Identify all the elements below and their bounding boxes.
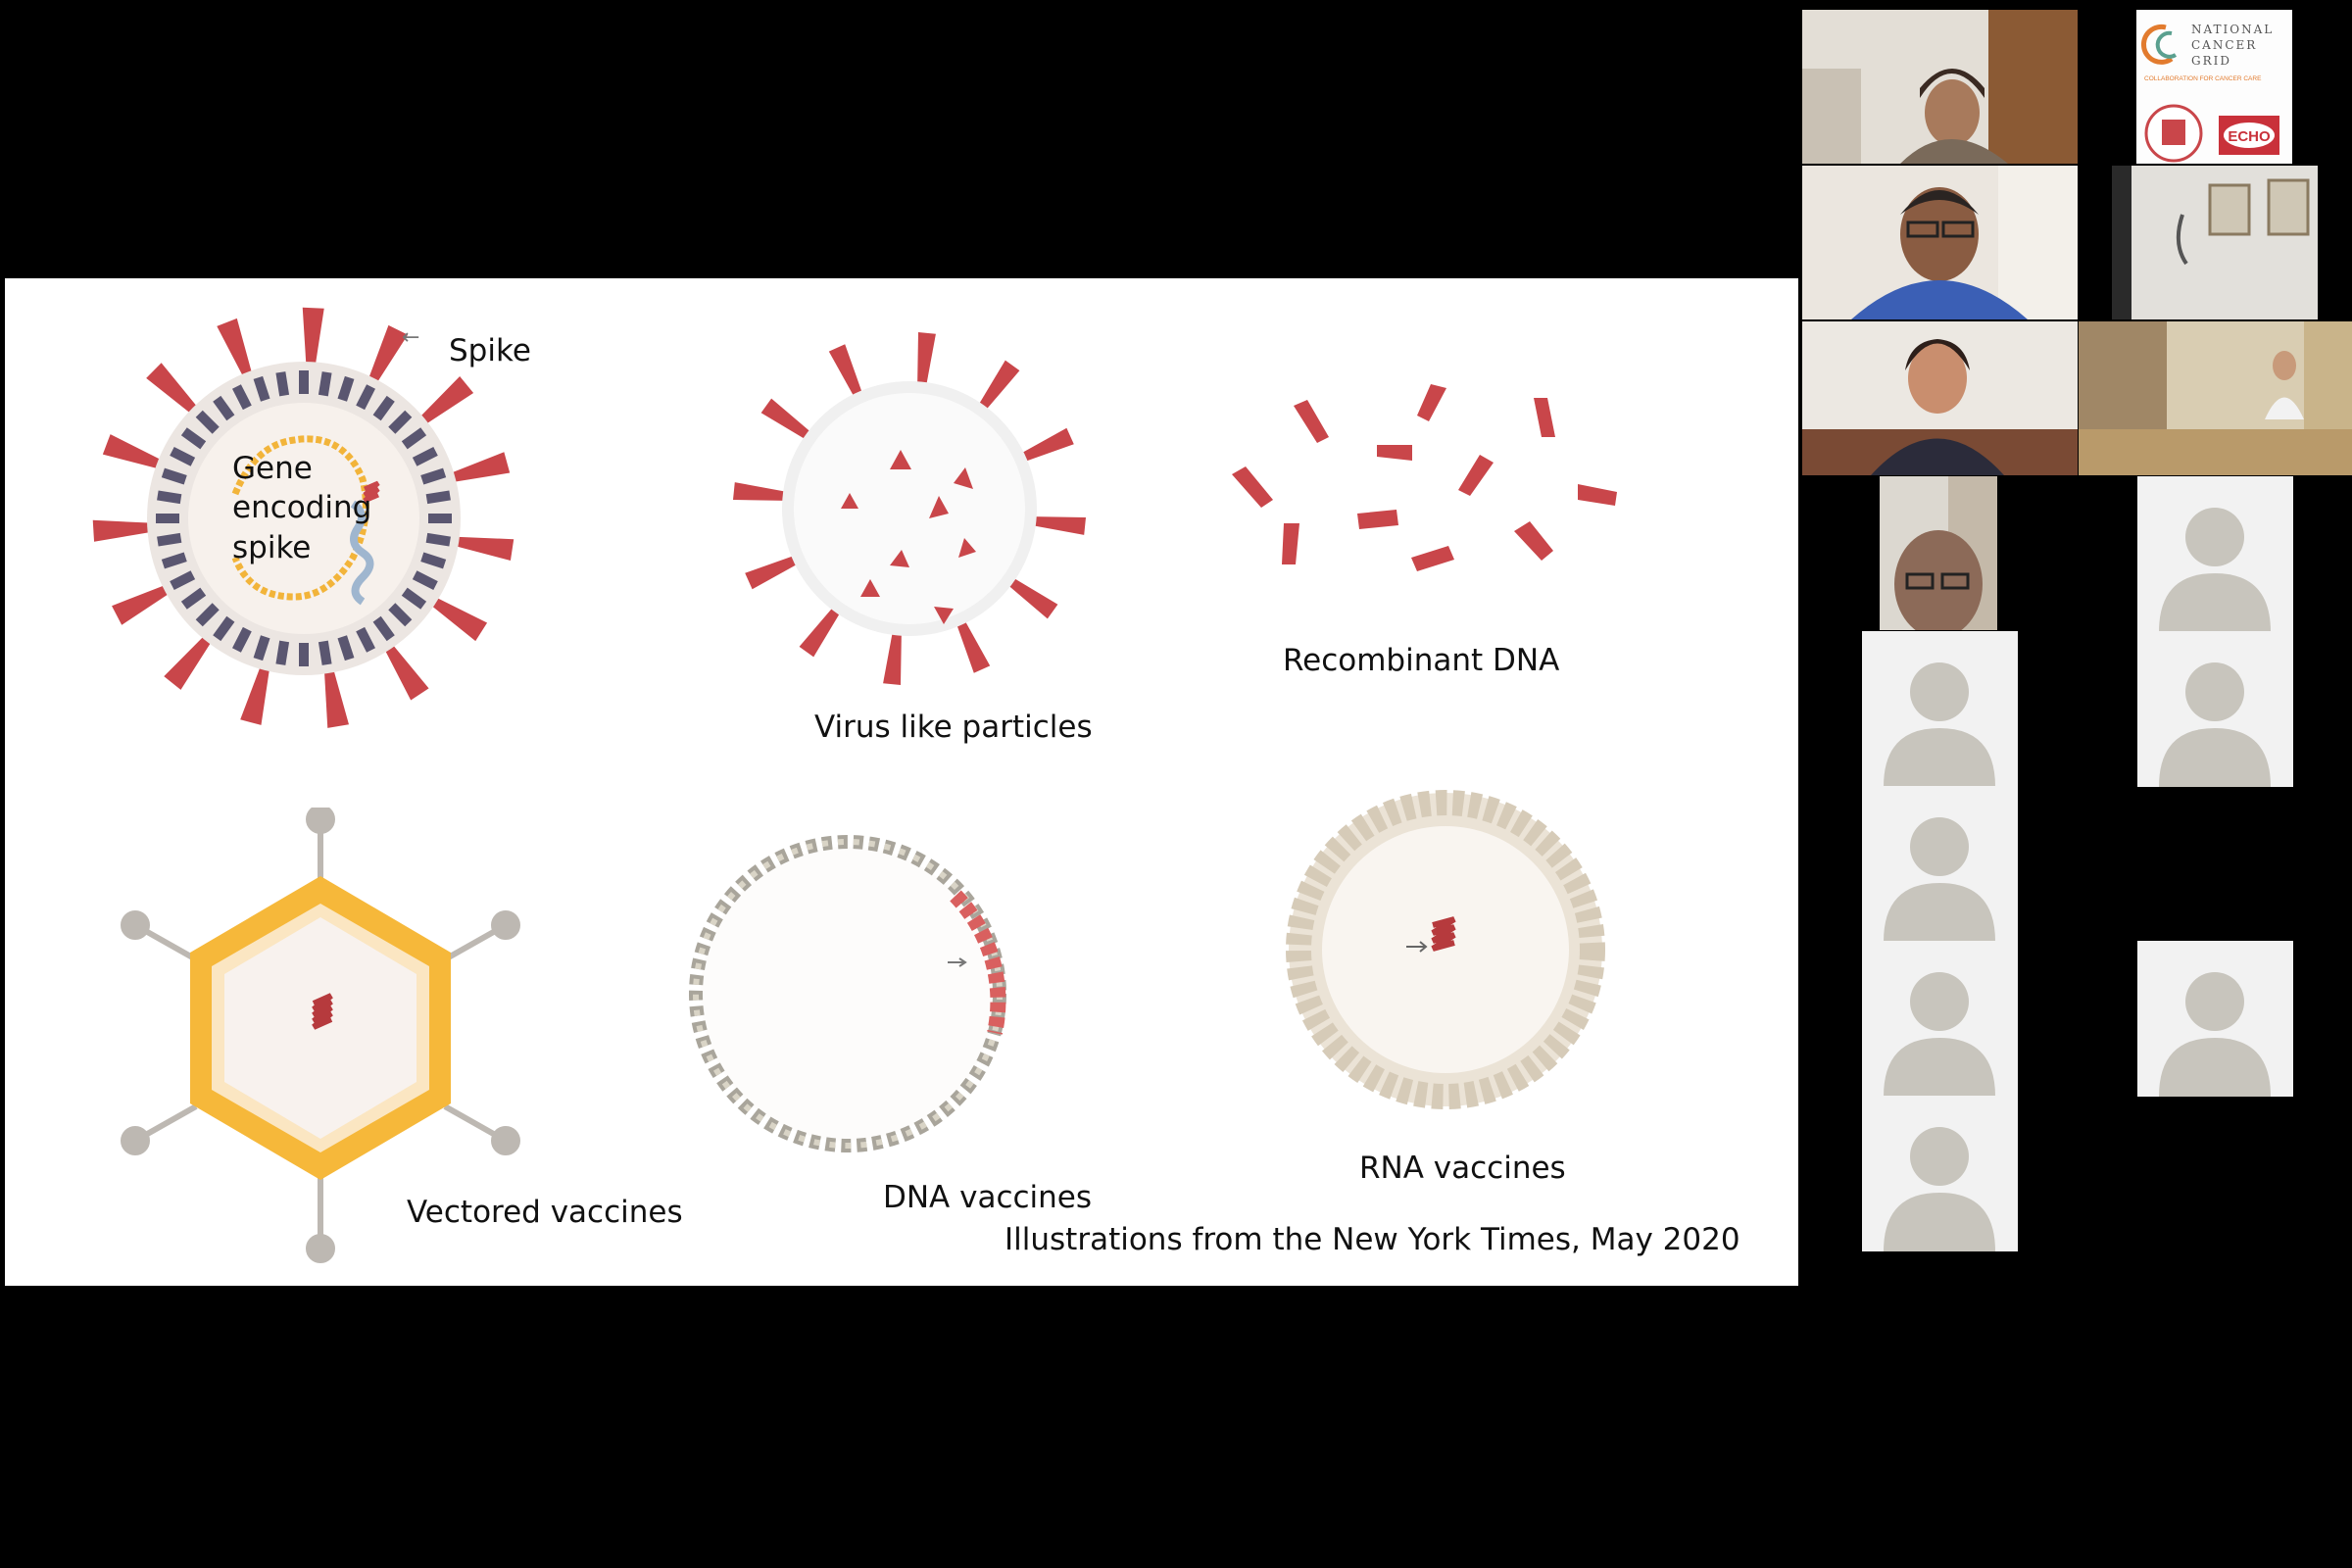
participant-avatar-tile[interactable] [2137, 476, 2293, 632]
spike-label: Spike [449, 333, 531, 368]
gene-label-line3: spike [232, 530, 312, 565]
logo-tagline: COLLABORATION FOR CANCER CARE [2144, 75, 2262, 82]
recombinant-label: Recombinant DNA [1283, 643, 1560, 678]
dna-label: DNA vaccines [883, 1180, 1093, 1215]
echo-logo-text: ECHO [2228, 128, 2271, 145]
participant-avatar-tile[interactable] [1862, 941, 2018, 1097]
rna-vaccine-illustration [1286, 790, 1605, 1109]
recombinant-dna-illustration [1232, 384, 1617, 571]
logo-line3: GRID [2191, 54, 2231, 68]
rna-label: RNA vaccines [1359, 1151, 1566, 1186]
vectored-vaccine-illustration [121, 808, 520, 1263]
coronavirus-illustration [92, 307, 514, 728]
participant-video-1[interactable] [1802, 10, 2078, 164]
participant-video-4[interactable] [1802, 321, 2078, 475]
vlp-label: Virus like particles [814, 710, 1093, 745]
participant-video-3[interactable] [2112, 166, 2318, 319]
gene-label-line2: encoding [232, 490, 372, 525]
participant-video-6[interactable] [1880, 476, 1997, 630]
participant-avatar-tile[interactable] [1862, 631, 2018, 787]
vectored-label: Vectored vaccines [407, 1195, 683, 1230]
participant-video-5[interactable] [2079, 321, 2352, 475]
virus-like-particle-illustration [733, 332, 1086, 685]
participant-avatar-tile[interactable] [1862, 786, 2018, 942]
logo-line1: NATIONAL [2191, 23, 2274, 36]
dna-vaccine-illustration [689, 835, 1006, 1152]
participant-avatar-tile[interactable] [1862, 1096, 2018, 1251]
participant-avatar-tile[interactable] [2137, 631, 2293, 787]
spike-arrow: ← [402, 325, 420, 350]
gene-label-line1: Gene [232, 451, 313, 486]
participant-avatar-tile[interactable] [2137, 941, 2293, 1097]
participant-logo-tile[interactable]: NATIONAL CANCER GRID COLLABORATION FOR C… [2136, 10, 2292, 164]
shared-slide: Spike ← Gene encoding spike Virus like p… [5, 278, 1798, 1286]
logo-line2: CANCER [2191, 38, 2257, 52]
participant-video-2[interactable] [1802, 166, 2078, 319]
credit-text: Illustrations from the New York Times, M… [1004, 1222, 1740, 1257]
